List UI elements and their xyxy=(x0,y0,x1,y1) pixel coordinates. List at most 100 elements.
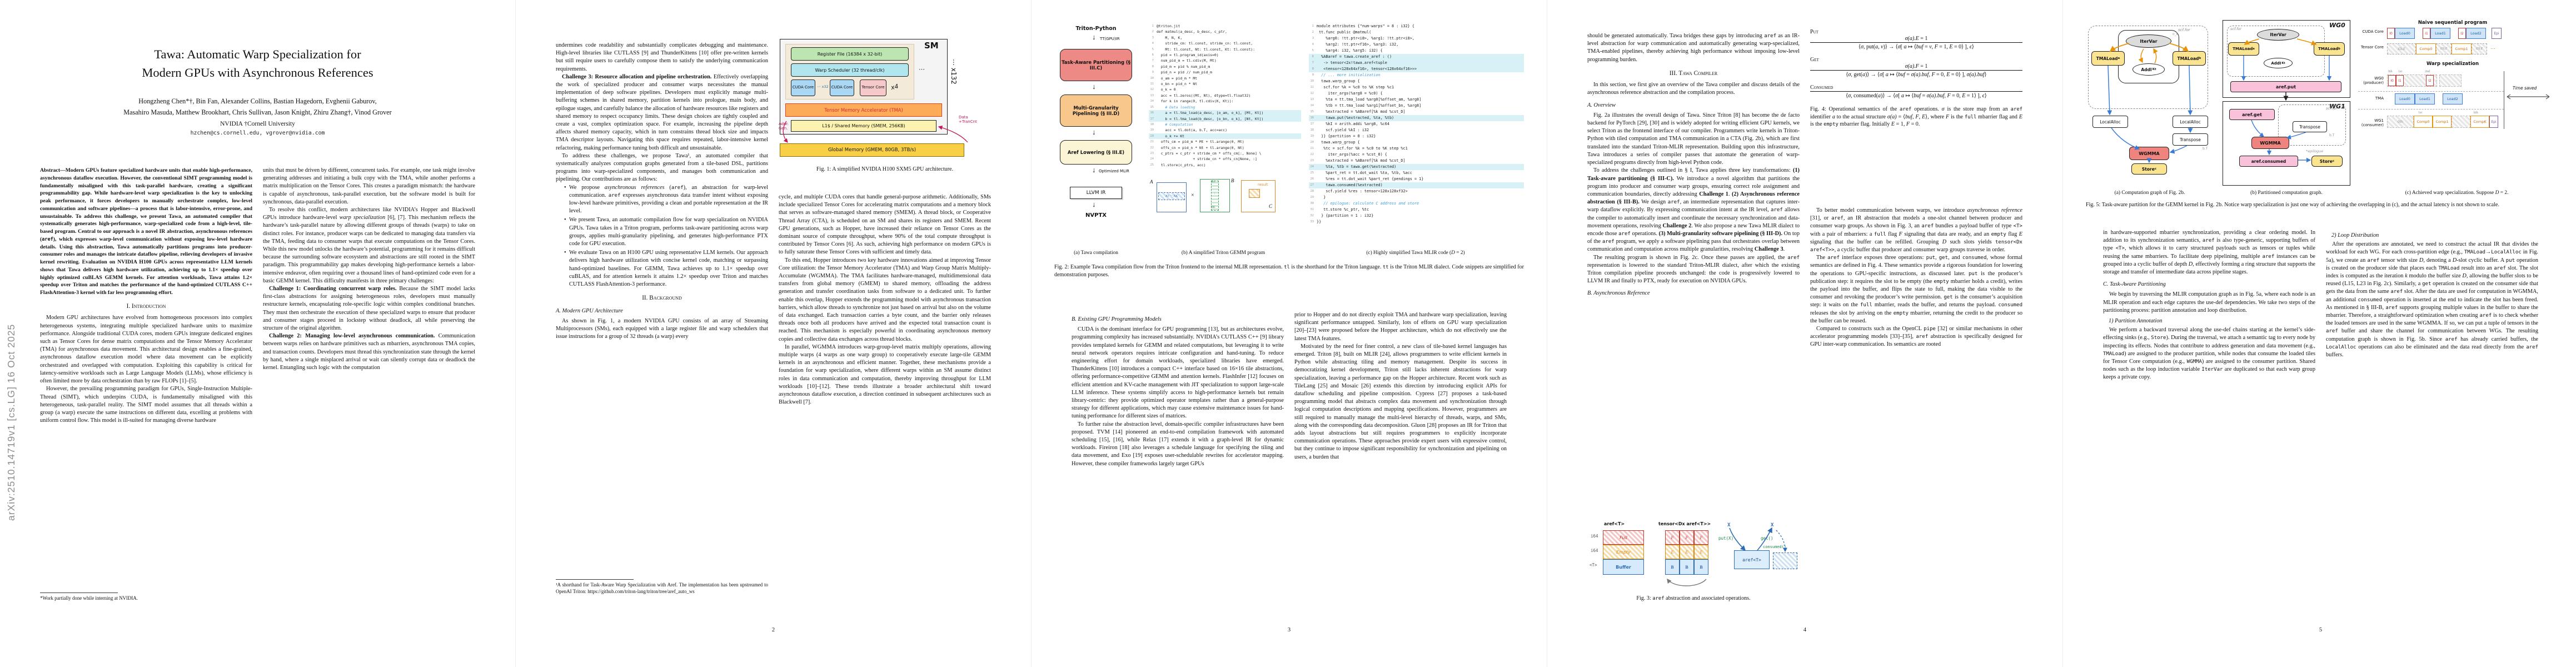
wg0-label: WG0 xyxy=(2329,22,2345,29)
put-conclusion: ⟨σ, put(a, v)⟩ → ⟨σ[ a ↦ ⟨buf = v, F = 1… xyxy=(1858,44,1974,50)
ws-title: Warp specialization xyxy=(2426,61,2479,67)
tmaload-label: TMALoad xyxy=(2233,47,2253,51)
store-sub: c xyxy=(2332,160,2335,163)
grid-e1: E xyxy=(1665,545,1680,559)
box3-label: Aref Lowering (§ III.E) xyxy=(1067,150,1125,155)
code-line: 7 -> tensor<2x!tawa.aref<tuple xyxy=(1309,60,1524,66)
wgmma-node: WGMMA xyxy=(2251,137,2289,149)
smem-box: L1$ / Shared Memory (SMEM, 256KB) xyxy=(791,120,936,132)
store-sub: c xyxy=(2154,167,2157,171)
block-p: We begin by traversing the MLIR computat… xyxy=(2103,291,2315,313)
figure-1: SM Register File (16384 x 32-bit) Warp S… xyxy=(779,39,991,185)
ok-label: o_k xyxy=(2173,32,2179,36)
code-line: 22 offs_cn = pid_n * Nt + tl.arange(0, N… xyxy=(1150,145,1244,150)
code-line: 27 tawa.consumed(%extracted) xyxy=(1309,182,1524,188)
time-saved-label: Time saved xyxy=(2513,86,2537,91)
tma-load0-box: Load0 xyxy=(2395,93,2415,104)
gmem-box: Global Memory (GMEM, 80GB, 3TB/s) xyxy=(780,143,964,157)
block-p: To address these challenges, we propose … xyxy=(556,152,768,183)
fig2c-subcaption: (c) Highly simplified Tawa MLIR code (D … xyxy=(1366,250,1465,256)
block-pn: should be generated automatically. Tawa … xyxy=(1587,33,1800,63)
block-p: Compared to constructs such as the OpenC… xyxy=(1810,326,2023,348)
block-p: To address the challenges outlined in § … xyxy=(1587,167,1800,253)
sm-dots: ⋯ xyxy=(919,66,925,73)
footnote-text: *Work partially done while interning at … xyxy=(40,595,138,601)
fig4-caption: Fig. 4: Operational semantics of the are… xyxy=(1810,106,2023,128)
block-b: We present Tawa, an automatic compilatio… xyxy=(564,216,768,248)
aref-consumed-box: aref.consumed xyxy=(2239,156,2298,167)
page-2: undermines code readability and substant… xyxy=(515,0,1031,667)
store-label: Store xyxy=(2141,166,2155,172)
code-line: 3 %arg0: !tt.ptr<i8>, %arg1: !tt.ptr<i8>… xyxy=(1312,36,1414,41)
block-pn: prior to Hopper and do not directly expl… xyxy=(1294,312,1507,342)
data-trancnt-label: Data +TranCnt xyxy=(959,115,977,124)
block-h3: 2) Loop Distribution xyxy=(2331,232,2379,238)
p3-right-column: prior to Hopper and do not directly expl… xyxy=(1294,311,1507,461)
fig2b-matrix-diagram: A A1 ⋯ AK × B1 ⋮ BK B result C xyxy=(1149,175,1301,222)
result-label: result xyxy=(1258,182,1268,187)
llvm-ir-label: LLVM IR xyxy=(1086,190,1106,196)
naive-title: Naive sequential program xyxy=(2418,20,2488,26)
block-p: Challenge 3: Resource allocation and pip… xyxy=(556,73,769,151)
aref-lowering-box: Aref Lowering (§ III.E) xyxy=(1060,140,1132,165)
llvm-ir-box: LLVM IR xyxy=(1070,187,1122,199)
timeline-dots: ⋯ xyxy=(2490,46,2495,51)
code-line: 26 %res = tt.dot_wait %part_ret {pending… xyxy=(1310,177,1424,181)
code-line: 29 } xyxy=(1310,195,1326,200)
tmaload-sub-a: a xyxy=(2253,47,2255,51)
addi-label: AddI xyxy=(2141,67,2152,72)
tick-1st: 1st xyxy=(2398,70,2403,73)
idle-box-1: IDLE xyxy=(2387,43,2416,54)
p2-right-column: cycle, and multiple CUDA cores that hand… xyxy=(779,193,991,406)
times-sign: × xyxy=(1191,192,1194,198)
block-p: To this end, Hopper introduces two key h… xyxy=(779,257,991,342)
block-abstract: Abstract—Modern GPUs feature specialized… xyxy=(40,167,252,296)
arrow-down-icon: ↓ xyxy=(1092,166,1096,174)
tmaload-sub-a: a xyxy=(2117,57,2120,60)
a-tiles-label: A1 ⋯ AK xyxy=(1165,195,1178,198)
scf-for-label: scf.for xyxy=(2178,28,2190,32)
code-line: 23 %extracted = %ABaref[%k mod %cst_D] xyxy=(1310,158,1406,163)
code-line: 9 // ... more initialization xyxy=(1312,73,1381,77)
page-number: 2 xyxy=(771,627,775,633)
fig5a-subcaption: (a) Computation graph of Fig. 2b. xyxy=(2114,190,2185,196)
arrow-down-icon: ↓ xyxy=(1092,200,1096,208)
cuda-core-box-2: CUDA Core xyxy=(830,79,854,96)
itervar-label: IterVar xyxy=(2270,32,2286,37)
triton-python-label: Triton-Python xyxy=(1075,26,1117,32)
p1-right-column: units that must be driven by different, … xyxy=(263,167,475,372)
row-separator xyxy=(2358,91,2504,92)
rule-bar xyxy=(1810,42,2022,43)
matrix-b-strip xyxy=(1211,181,1219,211)
code-line: 17 %kI = arith.addi %arg8, %c64 xyxy=(1310,122,1389,126)
code-line: 15 %extracted = %ABaref[%k mod %cst_D] xyxy=(1310,109,1406,114)
code-line: 16 tawa.put(%extracted, %ta, %tb) xyxy=(1309,115,1524,121)
consumed-conclusion: ⟨σ, consumed(a)⟩ → ⟨σ[ a ↦ ⟨buf = σ(a).b… xyxy=(1846,93,1987,99)
empty-slot: Empty xyxy=(1603,545,1644,559)
scf-for-label: scf.for xyxy=(2230,27,2242,31)
load2-box: Load2 xyxy=(2466,28,2486,39)
cuda-core-box-1: CUDA Core xyxy=(791,79,815,96)
tensor-core-row-label: Tensor Core xyxy=(2360,45,2384,49)
code-line: 33}} xyxy=(1310,220,1322,224)
code-line: 21 %tc = scf.for %k = %c0 to %K step %c1 xyxy=(1310,146,1408,151)
block-p: To resolve this conflict, modern archite… xyxy=(263,207,476,284)
tick-1st-b: 1st xyxy=(2418,111,2423,115)
itervar-label: IterVar xyxy=(2140,38,2158,44)
matrix-c-label: C xyxy=(1269,203,1273,209)
code-line: 12 o_k = 0 xyxy=(1150,87,1176,92)
code-line: 6 %ABaref = tawa.create_aref : () xyxy=(1309,54,1524,60)
code-line: 4 stride_cm: tl.const, stride_cn: tl.con… xyxy=(1152,41,1253,46)
bt-label: b.T xyxy=(2203,147,2208,151)
code-line: 18 scf.yield %kI : i32 xyxy=(1310,128,1369,132)
wg1-epi-box: Epi xyxy=(2489,116,2498,128)
empty-label: Empty xyxy=(1616,549,1631,555)
block-h1: II. Background xyxy=(642,295,682,302)
buffer-label: Buffer xyxy=(1616,564,1631,570)
wg0-row-label: WG0 (producer) xyxy=(2363,76,2384,85)
code-line: 5 %arg4: i32, %arg5: i32) { xyxy=(1312,48,1383,53)
